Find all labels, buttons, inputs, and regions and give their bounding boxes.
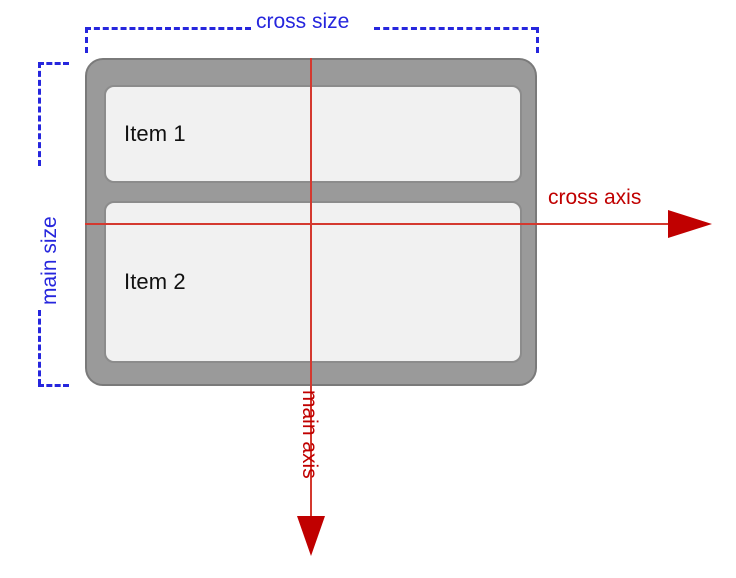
cross-axis-label: cross axis [548, 186, 642, 209]
cross-size-bracket-right-tick [536, 27, 539, 53]
main-size-bracket-bottom-segment [38, 310, 41, 385]
cross-axis-line [85, 223, 695, 225]
cross-size-label: cross size [256, 10, 350, 33]
cross-axis-arrowhead-icon [668, 210, 712, 238]
cross-size-bracket-left-segment [85, 27, 251, 30]
main-size-bracket-bottom-tick [38, 384, 69, 387]
main-axis-line [310, 58, 312, 524]
main-axis-arrowhead-icon [297, 516, 325, 556]
flex-item-1-label: Item 1 [124, 121, 186, 146]
cross-size-bracket-right-segment [374, 27, 537, 30]
flex-item-2: Item 2 [104, 201, 522, 363]
main-axis-label: main axis [298, 390, 321, 479]
main-size-bracket-top-segment [38, 62, 41, 166]
flex-item-1: Item 1 [104, 85, 522, 183]
main-size-bracket-top-tick [38, 62, 69, 65]
flex-item-2-label: Item 2 [124, 269, 186, 294]
cross-size-bracket-left-tick [85, 27, 88, 53]
main-size-label: main size [38, 216, 61, 305]
